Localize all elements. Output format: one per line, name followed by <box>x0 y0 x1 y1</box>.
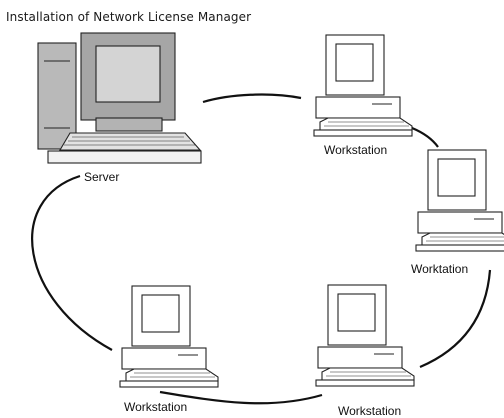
link-workstation-bottom-left-to-server <box>31 174 113 351</box>
server-label: Server <box>84 170 120 184</box>
link-server-to-workstation-top <box>202 93 302 104</box>
workstation-bottom-left-label: Workstation <box>124 400 188 414</box>
server-computer-icon <box>37 32 202 164</box>
workstation-right-computer-icon <box>415 149 504 252</box>
diagram-title: Installation of Network License Manager <box>6 10 252 24</box>
workstation-top-computer-icon <box>313 34 413 137</box>
link-workstation-right-to-workstation-bottom-right <box>419 269 492 369</box>
workstation-top-label: Workstation <box>324 143 388 157</box>
workstation-right-label: Worktation <box>411 262 469 276</box>
workstation-bottom-right-computer-icon <box>315 284 415 387</box>
workstation-bottom-left-computer-icon <box>119 285 219 388</box>
network-links <box>31 93 492 405</box>
link-workstation-top-to-workstation-right <box>411 126 439 148</box>
link-workstation-bottom-right-to-workstation-bottom-left <box>159 390 323 405</box>
workstation-bottom-right-label: Workstation <box>338 404 402 418</box>
